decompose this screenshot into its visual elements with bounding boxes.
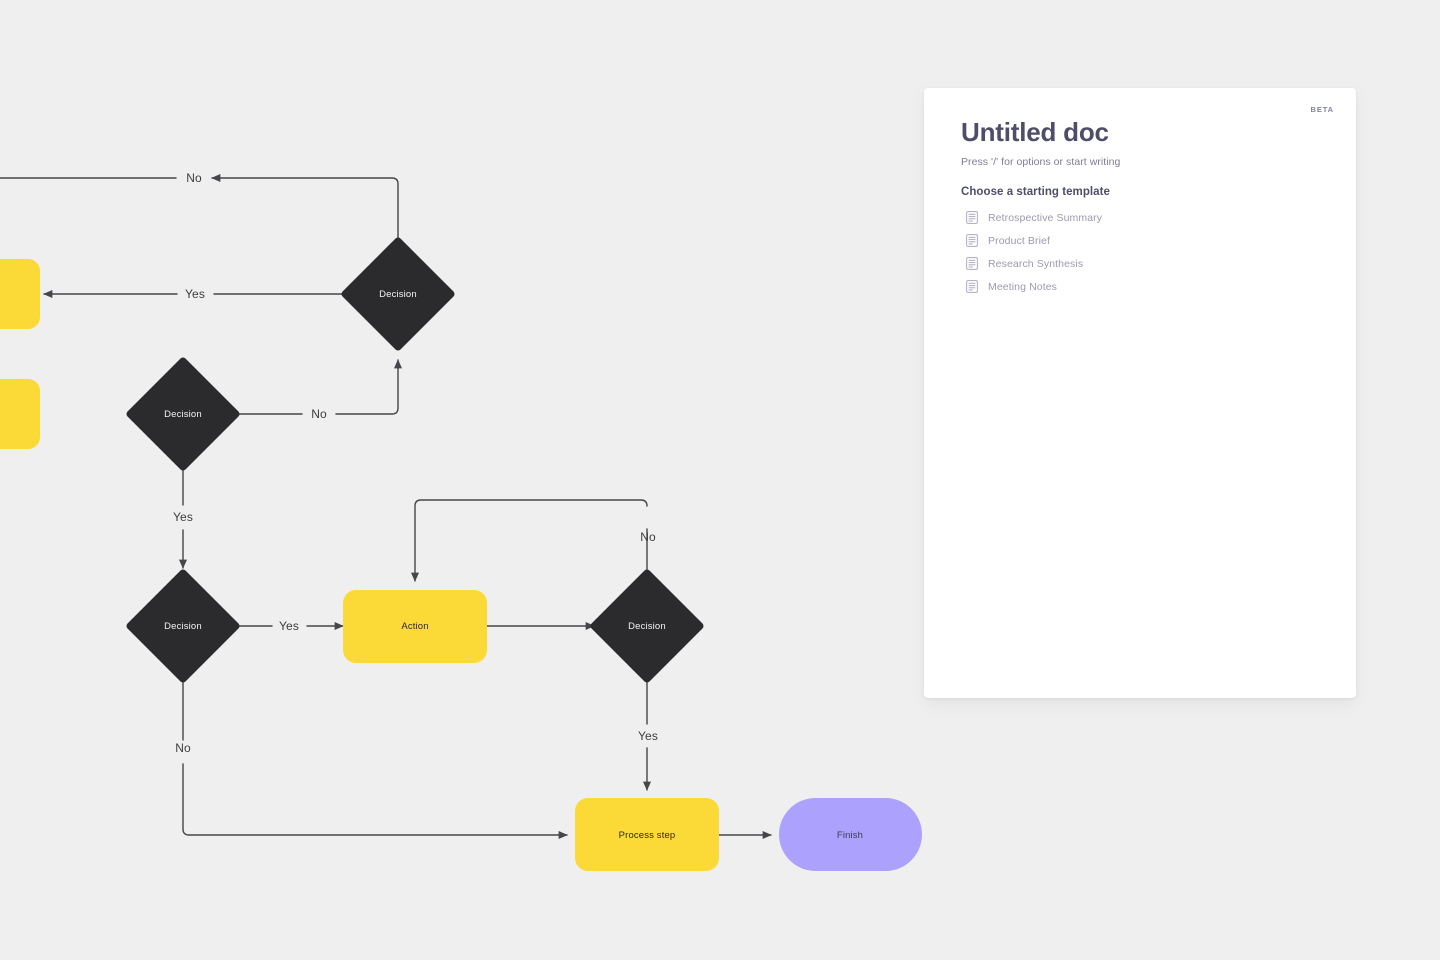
- node-label: Decision: [628, 621, 666, 632]
- template-item-retrospective-summary[interactable]: Retrospective Summary: [961, 206, 1326, 229]
- template-item-product-brief[interactable]: Product Brief: [961, 229, 1326, 252]
- edge-label-yes-midleft: Yes: [173, 510, 193, 524]
- node-label: Finish: [837, 830, 863, 841]
- node-yellow-offscreen-upper[interactable]: [0, 259, 40, 329]
- edge-label-no-midleft: No: [311, 407, 327, 421]
- edge-label-no-lowleft: No: [175, 741, 191, 755]
- node-label: Action: [401, 621, 428, 632]
- edge-label-yes-lowleft: Yes: [279, 619, 299, 633]
- template-item-label: Product Brief: [988, 234, 1050, 247]
- node-yellow-offscreen-lower[interactable]: [0, 379, 40, 449]
- document-icon: [966, 211, 978, 225]
- connector-no-right-loop: [410, 499, 648, 582]
- node-decision-mid-left[interactable]: Decision: [126, 357, 240, 471]
- document-title[interactable]: Untitled doc: [961, 117, 1109, 147]
- template-list: Retrospective Summary Product Brief: [961, 206, 1326, 298]
- node-finish[interactable]: Finish: [779, 798, 922, 871]
- node-label: Decision: [379, 289, 417, 300]
- node-decision-top[interactable]: Decision: [341, 237, 455, 351]
- node-process-step[interactable]: Process step: [575, 798, 719, 871]
- template-item-research-synthesis[interactable]: Research Synthesis: [961, 252, 1326, 275]
- connector-no-top-left: [211, 173, 399, 242]
- template-item-label: Retrospective Summary: [988, 211, 1103, 224]
- document-icon: [966, 280, 978, 294]
- document-icon: [966, 234, 978, 248]
- template-item-label: Meeting Notes: [988, 280, 1058, 293]
- document-icon: [966, 257, 978, 271]
- edge-label-yes-top: Yes: [185, 287, 205, 301]
- edge-label-yes-right: Yes: [638, 729, 658, 743]
- node-label: Decision: [164, 409, 202, 420]
- connector-no-lowleft-b: [182, 763, 568, 840]
- template-item-label: Research Synthesis: [988, 257, 1084, 270]
- node-decision-low-left[interactable]: Decision: [126, 569, 240, 683]
- node-action[interactable]: Action: [343, 590, 487, 663]
- document-placeholder-hint: Press '/' for options or start writing: [961, 156, 1121, 169]
- node-decision-right[interactable]: Decision: [590, 569, 704, 683]
- document-content: Untitled doc Press '/' for options or st…: [961, 117, 1326, 298]
- template-item-meeting-notes[interactable]: Meeting Notes: [961, 275, 1326, 298]
- document-panel[interactable]: BETA Untitled doc Press '/' for options …: [924, 88, 1356, 698]
- connector-no-midleft-b: [335, 359, 403, 415]
- node-label: Process step: [619, 830, 676, 841]
- node-label: Decision: [164, 621, 202, 632]
- beta-badge: BETA: [1310, 105, 1334, 114]
- templates-heading: Choose a starting template: [961, 186, 1110, 199]
- edge-label-no-top: No: [186, 171, 202, 185]
- edge-label-no-right: No: [640, 530, 656, 544]
